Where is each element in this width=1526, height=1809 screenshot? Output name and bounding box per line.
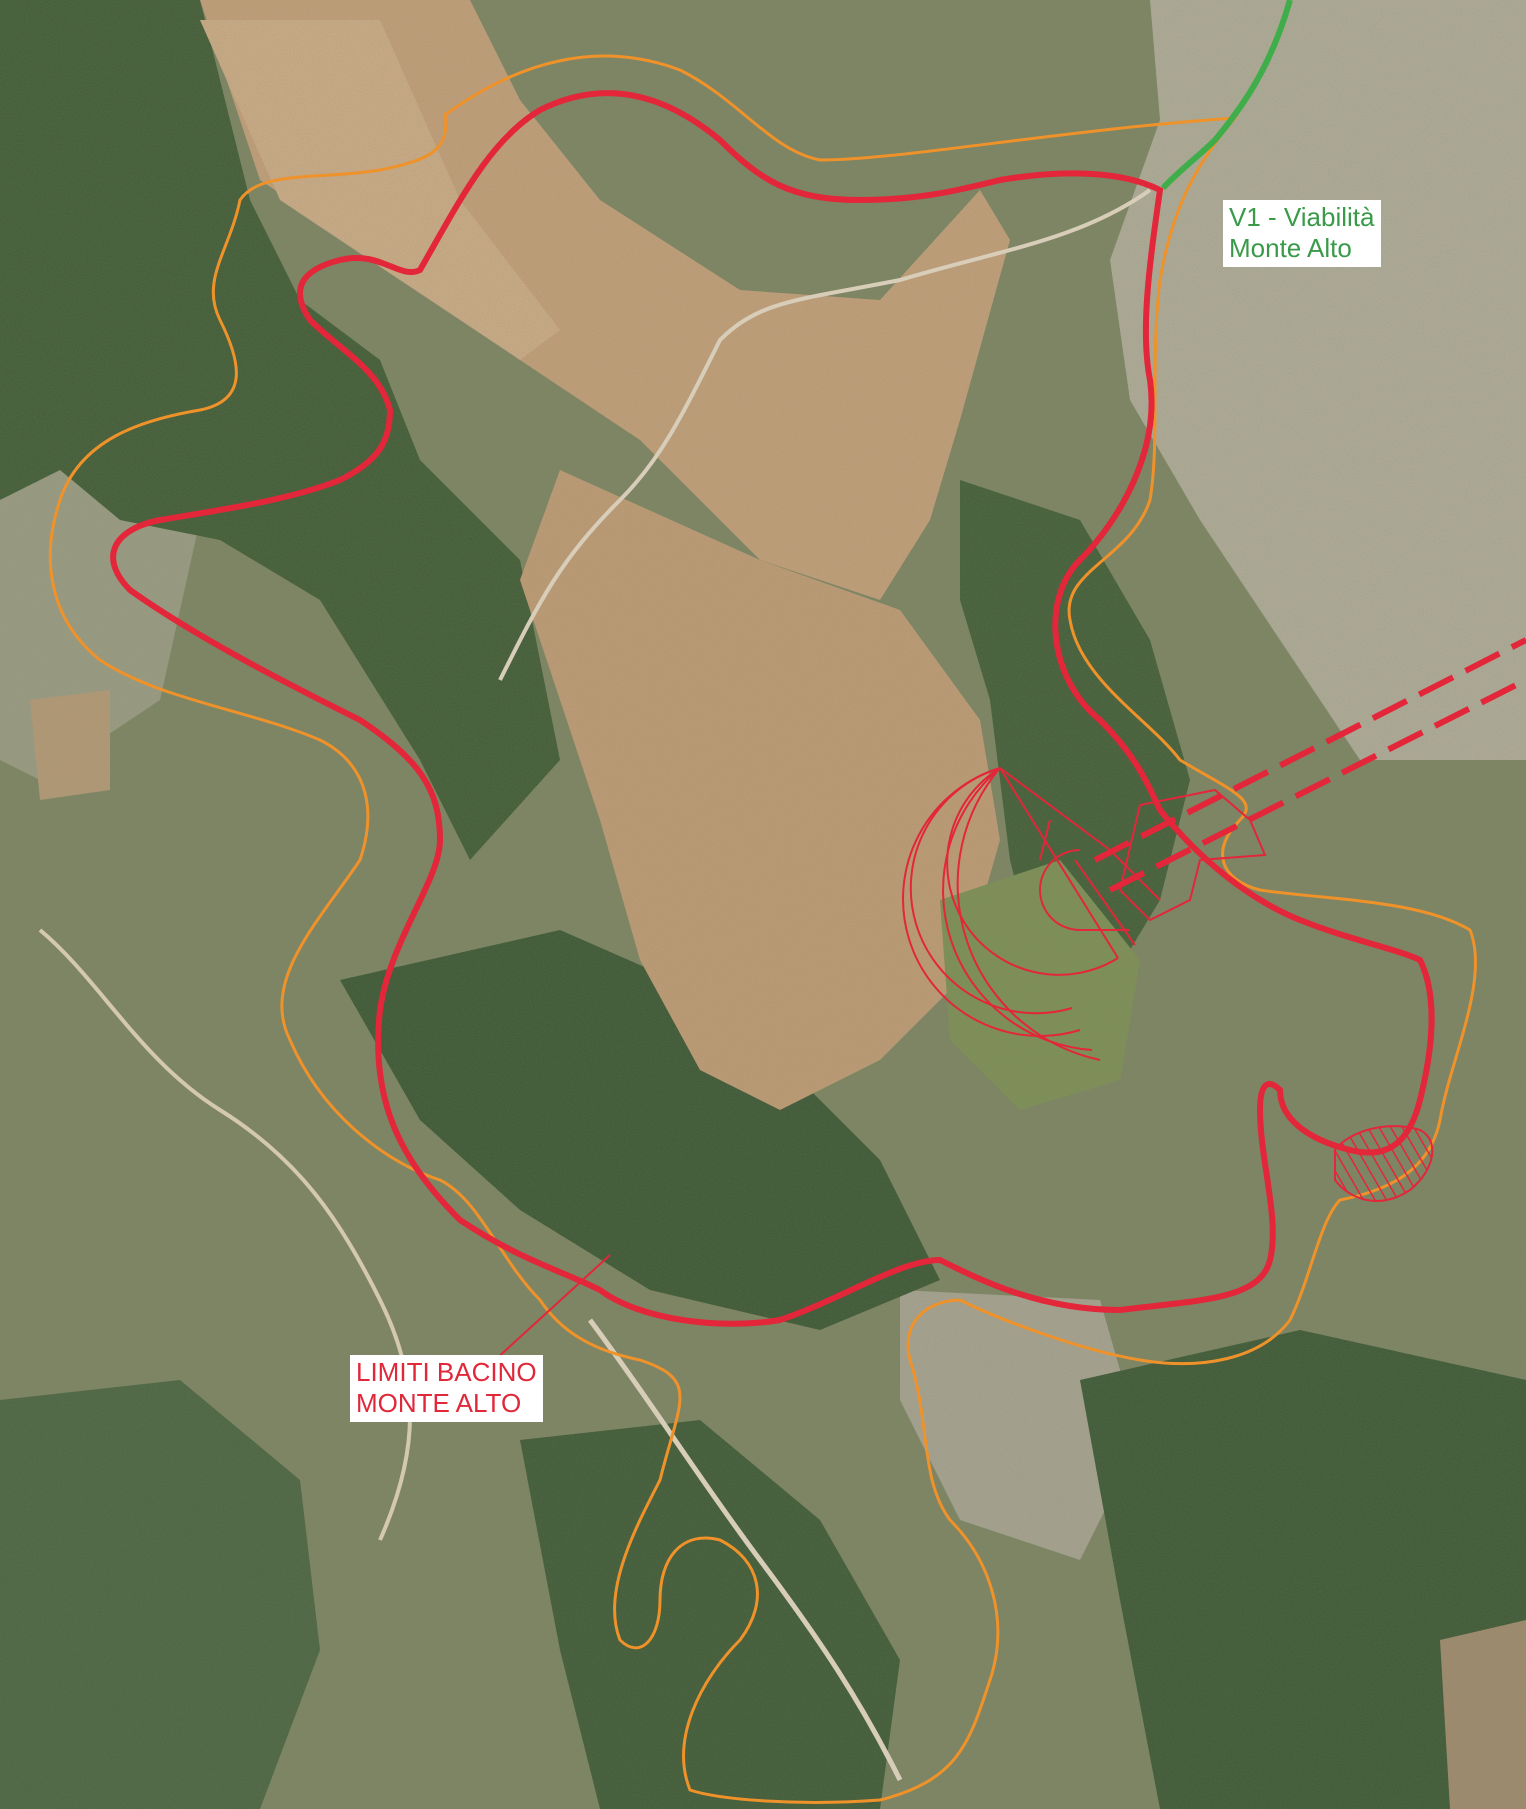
label-viabilita-monte-alto: V1 - Viabilità Monte Alto [1223, 200, 1381, 267]
basin-limit-outline [110, 90, 1435, 1327]
label-leader-line [494, 1254, 611, 1361]
label-bacino-line2: MONTE ALTO [356, 1388, 522, 1418]
hatched-area [1334, 1125, 1434, 1202]
dirt-track-south [587, 1318, 903, 1782]
label-bacino-line1: LIMITI BACINO [356, 1357, 537, 1387]
dirt-track-north [498, 188, 1152, 681]
label-viabilita-line2: Monte Alto [1229, 233, 1352, 263]
concentric-arc-structure [902, 767, 1161, 1061]
corridor-area-outline [1118, 788, 1267, 922]
label-limiti-bacino: LIMITI BACINO MONTE ALTO [350, 1355, 543, 1422]
dashed-corridor-upper [1093, 637, 1526, 863]
label-viabilita-line1: V1 - Viabilità [1229, 202, 1375, 232]
road-v1-monte-alto [1160, 0, 1293, 191]
dashed-corridor-lower [1108, 677, 1526, 893]
buffer-limit-outline [48, 54, 1478, 1804]
